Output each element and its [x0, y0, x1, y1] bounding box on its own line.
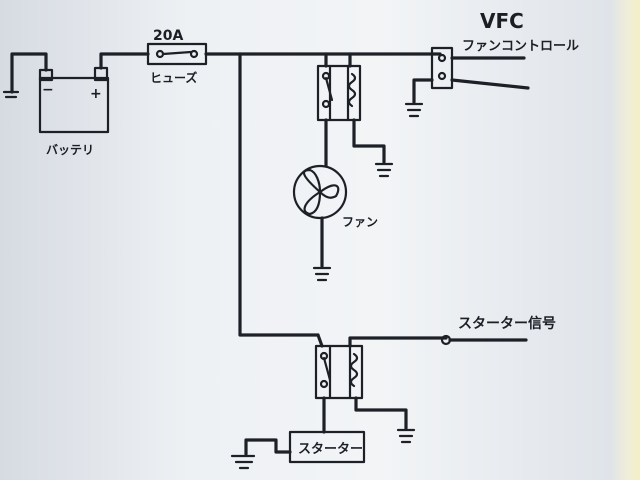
fan-control-label: ファンコントロール — [462, 39, 579, 54]
vfc-connector-body — [430, 46, 454, 90]
paper-edge — [610, 0, 640, 480]
battery-plus-label: + — [90, 86, 102, 102]
ground-symbol-lower-relay — [396, 428, 416, 444]
ground-symbol-starter — [230, 454, 256, 470]
vfc-label: VFC — [480, 9, 524, 33]
starter-ground-wire — [244, 438, 292, 456]
fan-label: ファン — [342, 215, 378, 229]
lower-relay-ground-wire — [354, 396, 408, 430]
upper-relay-ground-wire — [352, 118, 386, 164]
branch-wire-lower — [238, 52, 320, 337]
starter-signal-wire — [348, 336, 448, 348]
battery-plus-wire — [99, 52, 150, 70]
starter-label: スターター — [298, 442, 363, 457]
fuse: 20A ヒューズ — [146, 28, 208, 85]
starter: スターター — [288, 430, 366, 464]
fan-circle — [292, 164, 348, 220]
vfc-connector — [430, 46, 454, 90]
battery: − + バッテリ — [38, 66, 110, 157]
lower-relay — [314, 344, 364, 400]
ground-symbol-battery — [2, 90, 20, 99]
ground-symbol-vfc — [404, 102, 424, 118]
starter-body — [288, 430, 366, 464]
fan: ファン — [292, 164, 378, 229]
ground-symbol-fan — [312, 266, 332, 282]
fuse-rating-label: 20A — [153, 28, 183, 44]
lower-relay-body — [314, 344, 364, 400]
upper-relay-body — [316, 64, 362, 122]
battery-minus-label: − — [42, 82, 54, 98]
lower-relay-feed — [316, 333, 324, 348]
vfc-wire-2 — [450, 78, 530, 90]
fuse-label: ヒューズ — [150, 70, 197, 85]
battery-ground-wire — [10, 52, 48, 94]
upper-relay — [316, 64, 362, 122]
battery-body — [38, 76, 110, 134]
starter-signal-label: スターター信号 — [458, 315, 556, 332]
ground-symbol-upper-relay — [374, 162, 394, 178]
vfc-ground-wire — [412, 78, 434, 104]
battery-label: バッテリ — [46, 143, 94, 157]
